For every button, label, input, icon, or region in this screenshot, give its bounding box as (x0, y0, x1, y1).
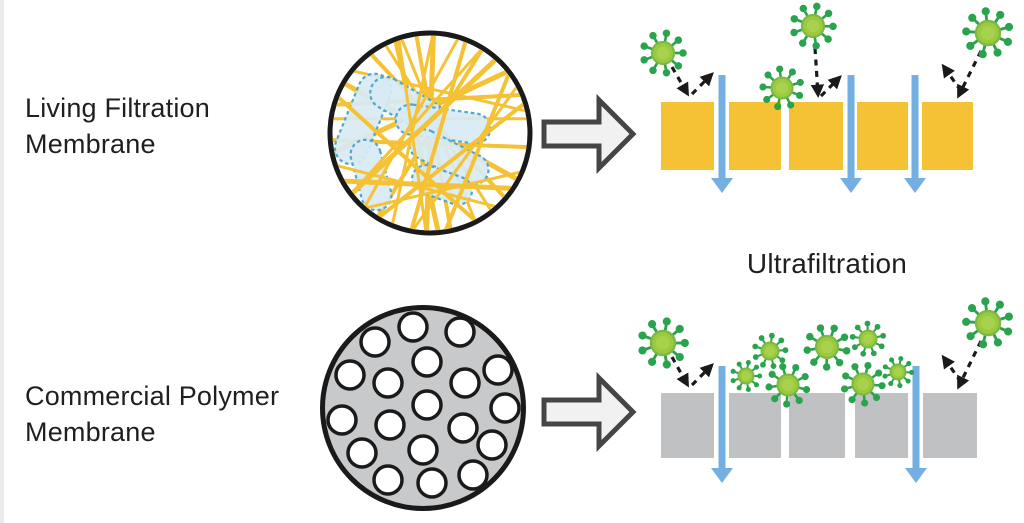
membrane-pore (411, 389, 443, 421)
commercial-membrane-filtration-schematic (638, 297, 1013, 483)
virus-bounce-arrow (941, 354, 963, 383)
commercial-membrane-cross-section (320, 305, 526, 511)
membrane-pore (359, 326, 391, 358)
virus-icon-fouling (752, 332, 789, 369)
block-arrow-shape (541, 94, 637, 175)
membrane-pore (334, 359, 366, 391)
membrane-pore (374, 409, 406, 441)
nanofiber (396, 35, 428, 231)
virus-icon-rejected (640, 29, 687, 77)
nanofiber (408, 37, 469, 231)
virus-icon-fouling (765, 363, 811, 408)
nanofiber (348, 45, 486, 197)
membrane-block (789, 102, 843, 170)
page-edge-artifact (0, 0, 4, 523)
virus-icon-rejected (962, 7, 1014, 59)
membrane-pore (416, 467, 448, 499)
arrow-commercial-to-schematic (541, 372, 637, 453)
membrane-pore (372, 464, 404, 496)
water-flow-arrow (840, 75, 862, 193)
membrane-block (857, 102, 908, 170)
virus-bounce-arrow (690, 72, 714, 96)
membrane-pore (397, 311, 429, 343)
virus-bounce-arrow (957, 340, 983, 390)
membrane-block (661, 102, 714, 170)
virus-icon-rejected (790, 2, 837, 50)
label-living-filtration-membrane: Living Filtration Membrane (25, 90, 210, 162)
membrane-pore (444, 316, 476, 348)
membrane-pore (411, 346, 443, 378)
label-line: Commercial Polymer (25, 381, 280, 411)
nanofiber (334, 93, 480, 225)
membrane-pore (476, 429, 508, 461)
virus-icon-rejected (759, 65, 804, 111)
living-membrane-cross-section (327, 30, 533, 236)
membrane-pore (482, 354, 514, 386)
virus-bounce-arrow (941, 63, 963, 92)
membrane-pore (457, 459, 489, 491)
virus-bounce-arrow (819, 75, 842, 98)
water-flow-arrow (711, 366, 733, 483)
membrane-pore (447, 412, 479, 444)
living-membrane-filtration-schematic (640, 2, 1014, 193)
block-arrow-shape (541, 372, 637, 453)
membrane-pore (326, 404, 358, 436)
nanofiber (409, 82, 521, 231)
water-flow-arrow (904, 75, 926, 193)
virus-icon-fouling (849, 320, 887, 357)
nanofiber (347, 55, 500, 198)
membrane-pore (449, 367, 481, 399)
membrane-block (922, 102, 973, 170)
virus-bounce-arrow (670, 356, 689, 388)
label-line: Membrane (25, 129, 156, 159)
membrane-block (729, 393, 781, 458)
nanofiber (442, 69, 513, 231)
label-line: Living Filtration (25, 93, 210, 123)
membrane-pore (407, 434, 439, 466)
membrane-pore (346, 437, 378, 469)
nanofiber (339, 178, 516, 192)
membrane-block (661, 393, 714, 458)
membrane-block (923, 393, 977, 458)
virus-bounce-arrow (690, 363, 714, 387)
virus-bounce-arrow (810, 47, 825, 99)
label-ultrafiltration: Ultrafiltration (746, 248, 908, 279)
membrane-block (729, 102, 781, 170)
virus-bounce-arrow (957, 50, 983, 99)
virus-icon-rejected (638, 317, 689, 369)
virus-icon-fouling (882, 356, 915, 389)
virus-icon-fouling (730, 360, 763, 392)
virus-icon-rejected (962, 297, 1013, 349)
virus-icon-fouling (803, 324, 851, 371)
membrane-pore (489, 392, 521, 424)
virus-icon-fouling (840, 361, 886, 407)
water-flow-arrow (905, 366, 927, 483)
nanofiber (374, 99, 528, 222)
virus-bounce-arrow (670, 66, 690, 97)
arrow-living-to-schematic (541, 94, 637, 175)
label-commercial-polymer-membrane: Commercial Polymer Membrane (25, 378, 279, 450)
label-line: Membrane (25, 417, 156, 447)
membrane-pore (372, 367, 404, 399)
water-flow-arrow (711, 75, 733, 193)
